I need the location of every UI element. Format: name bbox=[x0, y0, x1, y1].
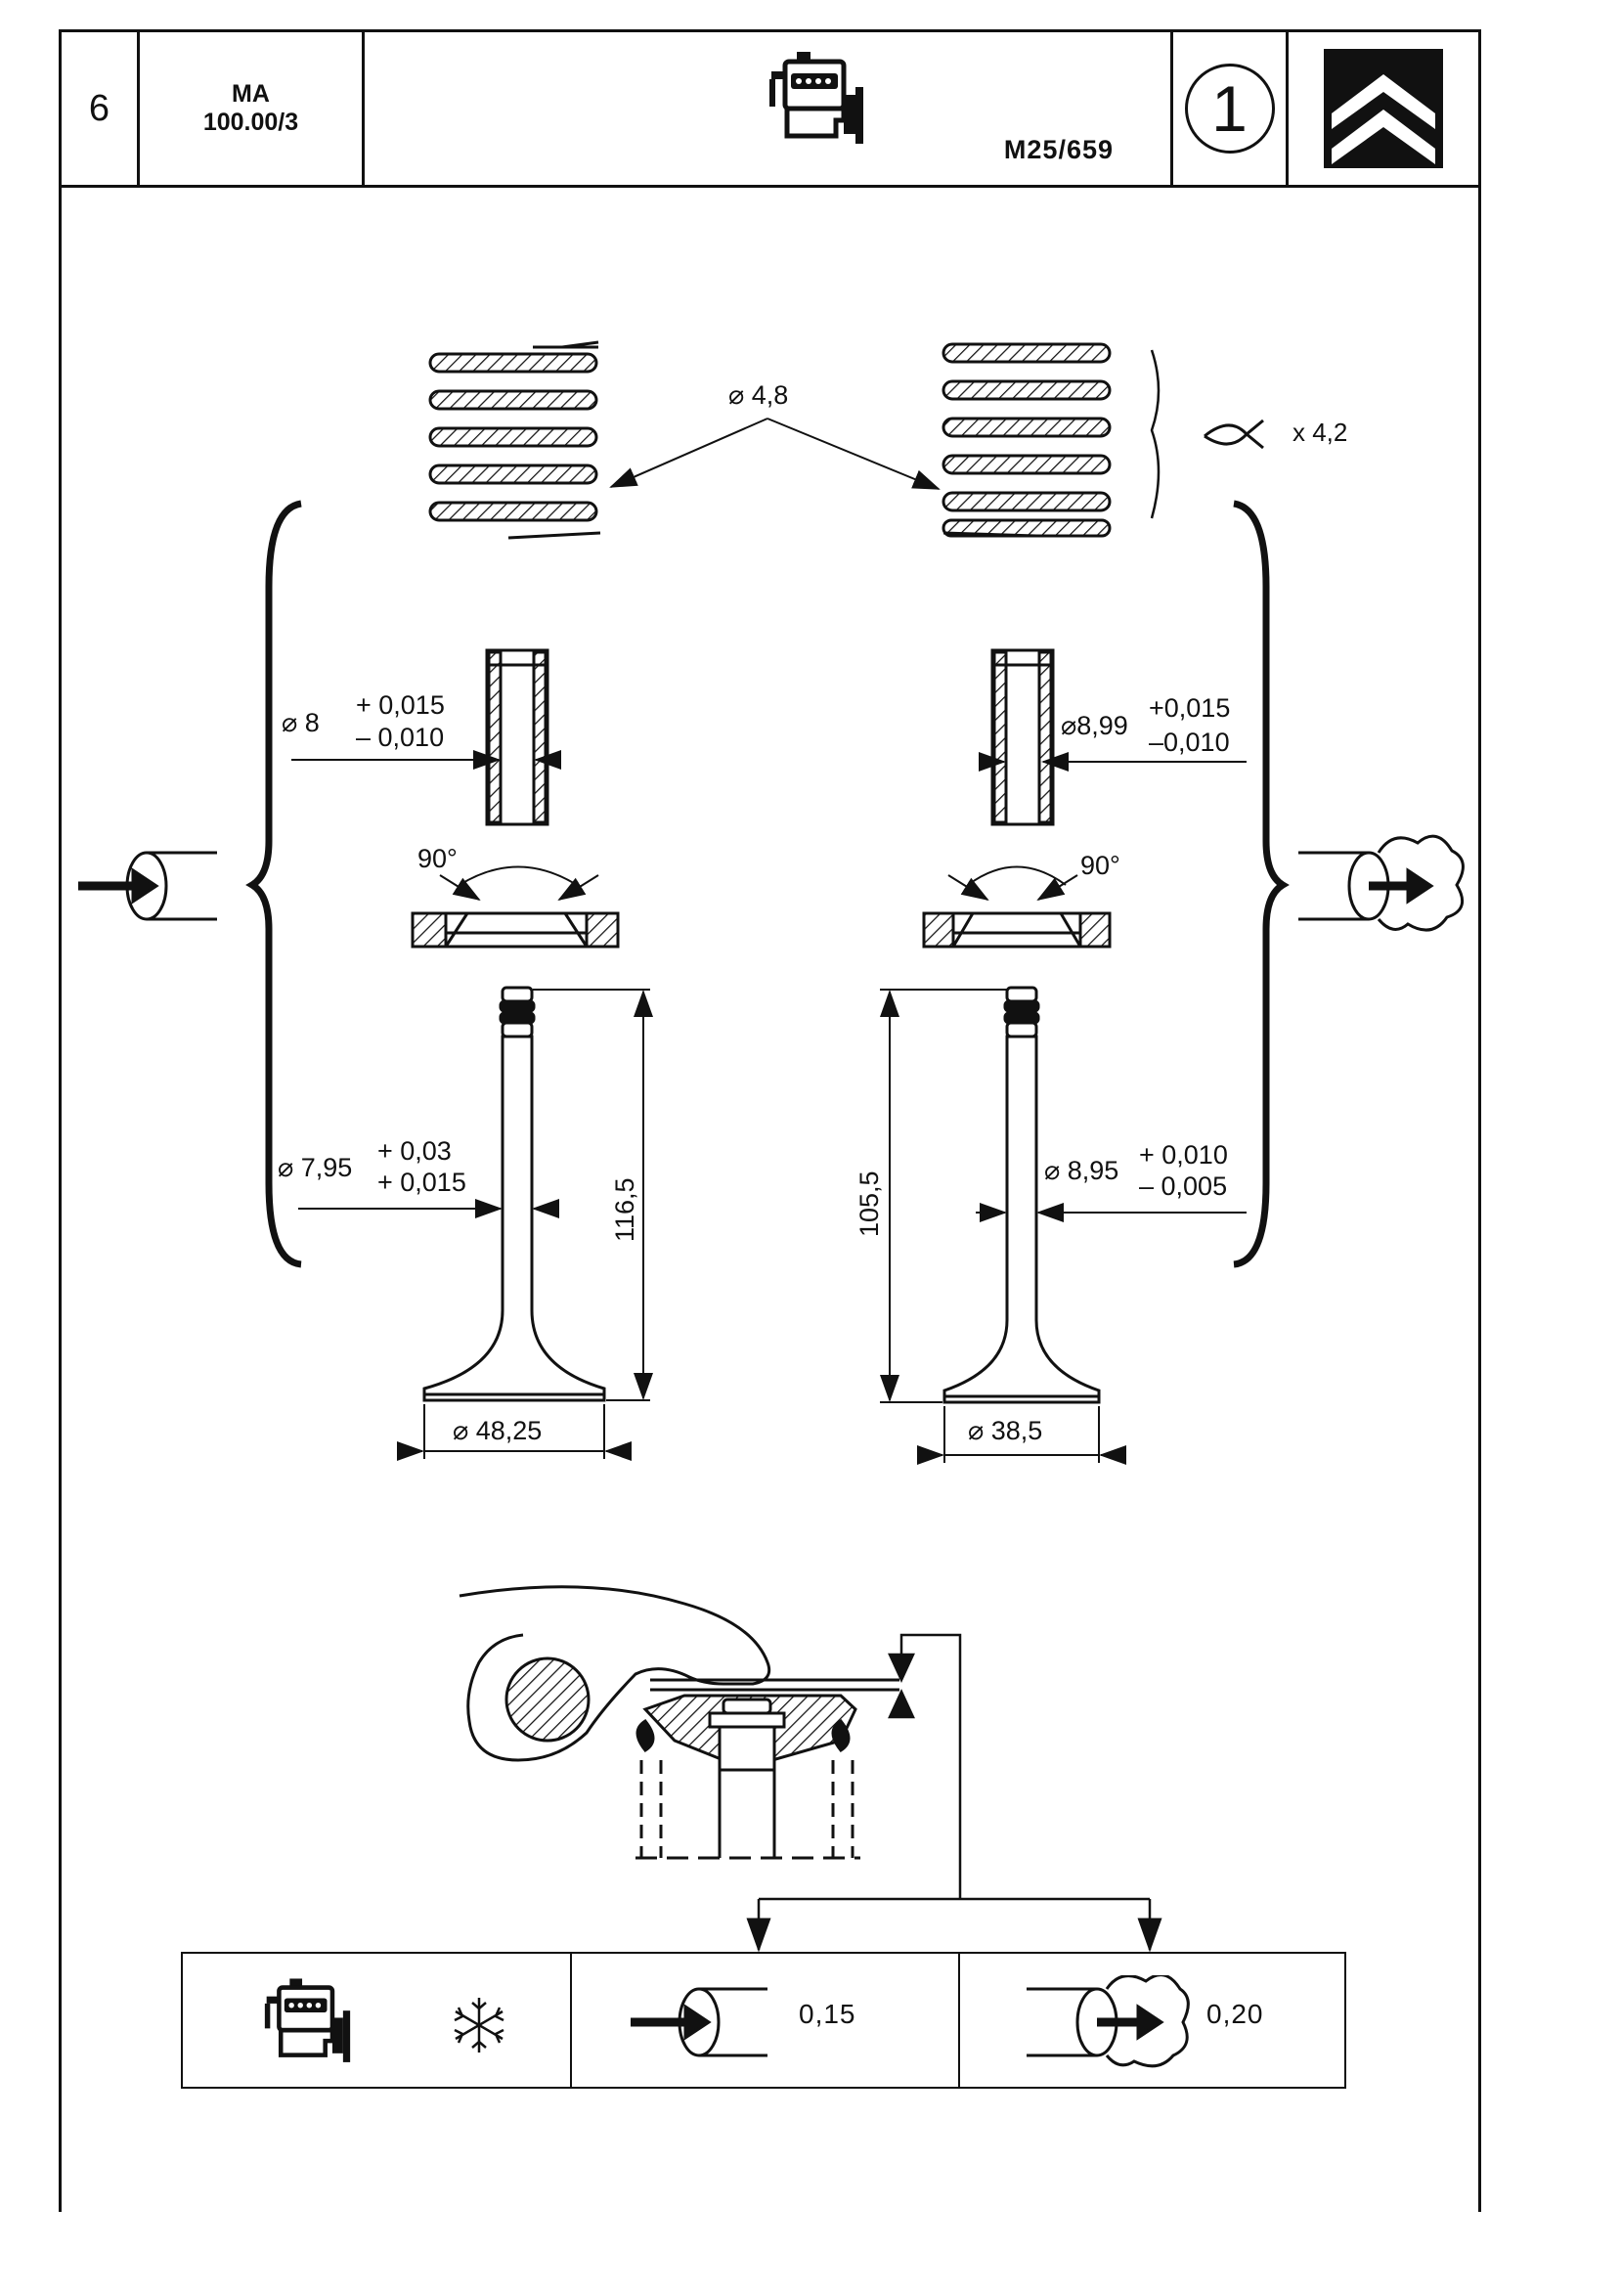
exhaust-head-diameter: ⌀ 38,5 bbox=[968, 1416, 1042, 1445]
exhaust-stem-diameter: ⌀ 8,95 bbox=[1044, 1156, 1118, 1185]
spring-count: x 4,2 bbox=[1292, 418, 1347, 447]
header-main: M25/659 bbox=[365, 32, 1173, 185]
page-number: 6 bbox=[62, 32, 140, 185]
fish-icon bbox=[1204, 419, 1264, 450]
citroen-double-chevron-icon bbox=[1324, 49, 1443, 168]
exhaust-stem-tol-2: – 0,005 bbox=[1139, 1171, 1227, 1201]
intake-head-diameter: ⌀ 48,25 bbox=[453, 1416, 542, 1445]
reference-line-1: MA bbox=[232, 80, 270, 108]
logo-cell bbox=[1289, 32, 1478, 185]
exhaust-seat-angle: 90° bbox=[1080, 851, 1120, 880]
reference-code: MA 100.00/3 bbox=[140, 32, 365, 185]
section-number: 1 bbox=[1184, 64, 1275, 154]
intake-clearance-value: 0,15 bbox=[799, 1999, 856, 2029]
intake-valve-seat bbox=[411, 911, 620, 949]
clearance-table: 0,15 0,20 bbox=[181, 1952, 1346, 2089]
intake-spring bbox=[428, 340, 601, 540]
engine-icon bbox=[264, 1978, 351, 2062]
intake-valve bbox=[422, 986, 606, 1402]
exhaust-valve-length: 105,5 bbox=[854, 1170, 884, 1237]
exhaust-valve bbox=[942, 986, 1101, 1404]
exhaust-smoke-icon bbox=[1027, 1975, 1190, 2068]
header-block: 6 MA 100.00/3 M25/659 1 bbox=[59, 29, 1481, 188]
engine-icon bbox=[769, 52, 863, 144]
intake-clearance-cell: 0,15 bbox=[572, 1954, 960, 2087]
intake-guide-bore: ⌀ 8 bbox=[282, 708, 320, 737]
intake-stem-tol-1: + 0,03 bbox=[377, 1136, 452, 1166]
exhaust-spring bbox=[942, 342, 1112, 538]
intake-arrow-icon bbox=[631, 1987, 767, 2057]
exhaust-valve-guide bbox=[990, 648, 1055, 826]
exhaust-guide-bore: ⌀8,99 bbox=[1061, 711, 1128, 740]
exhaust-stem-tol-1: + 0,010 bbox=[1139, 1140, 1228, 1170]
intake-valve-guide bbox=[485, 648, 549, 826]
exhaust-clearance-cell: 0,20 bbox=[960, 1954, 1344, 2087]
intake-stem-tol-2: + 0,015 bbox=[377, 1168, 466, 1197]
intake-arrow-icon bbox=[78, 851, 217, 921]
intake-valve-length: 116,5 bbox=[610, 1177, 639, 1242]
intake-guide-tol-plus: + 0,015 bbox=[356, 690, 445, 720]
exhaust-clearance-value: 0,20 bbox=[1206, 1999, 1264, 2029]
rocker-arm-diagram bbox=[459, 1585, 899, 1860]
exhaust-valve-seat bbox=[922, 911, 1112, 949]
exhaust-guide-tol-minus: –0,010 bbox=[1149, 728, 1230, 757]
section-number-cell: 1 bbox=[1173, 32, 1289, 185]
spring-wire-diameter: ⌀ 4,8 bbox=[728, 380, 788, 410]
exhaust-guide-tol-plus: +0,015 bbox=[1149, 693, 1230, 723]
condition-cell bbox=[183, 1954, 572, 2087]
exhaust-smoke-icon bbox=[1298, 834, 1465, 932]
snowflake-icon bbox=[454, 1998, 504, 2053]
clearance-leader bbox=[746, 1633, 1162, 1953]
intake-seat-angle: 90° bbox=[417, 844, 458, 873]
intake-brace bbox=[245, 500, 302, 1268]
exhaust-brace bbox=[1233, 500, 1290, 1268]
intake-stem-diameter: ⌀ 7,95 bbox=[278, 1153, 352, 1182]
reference-line-2: 100.00/3 bbox=[202, 109, 299, 136]
drawing-code: M25/659 bbox=[1003, 135, 1114, 164]
intake-guide-tol-minus: – 0,010 bbox=[356, 723, 444, 752]
body-frame bbox=[59, 188, 1481, 2212]
